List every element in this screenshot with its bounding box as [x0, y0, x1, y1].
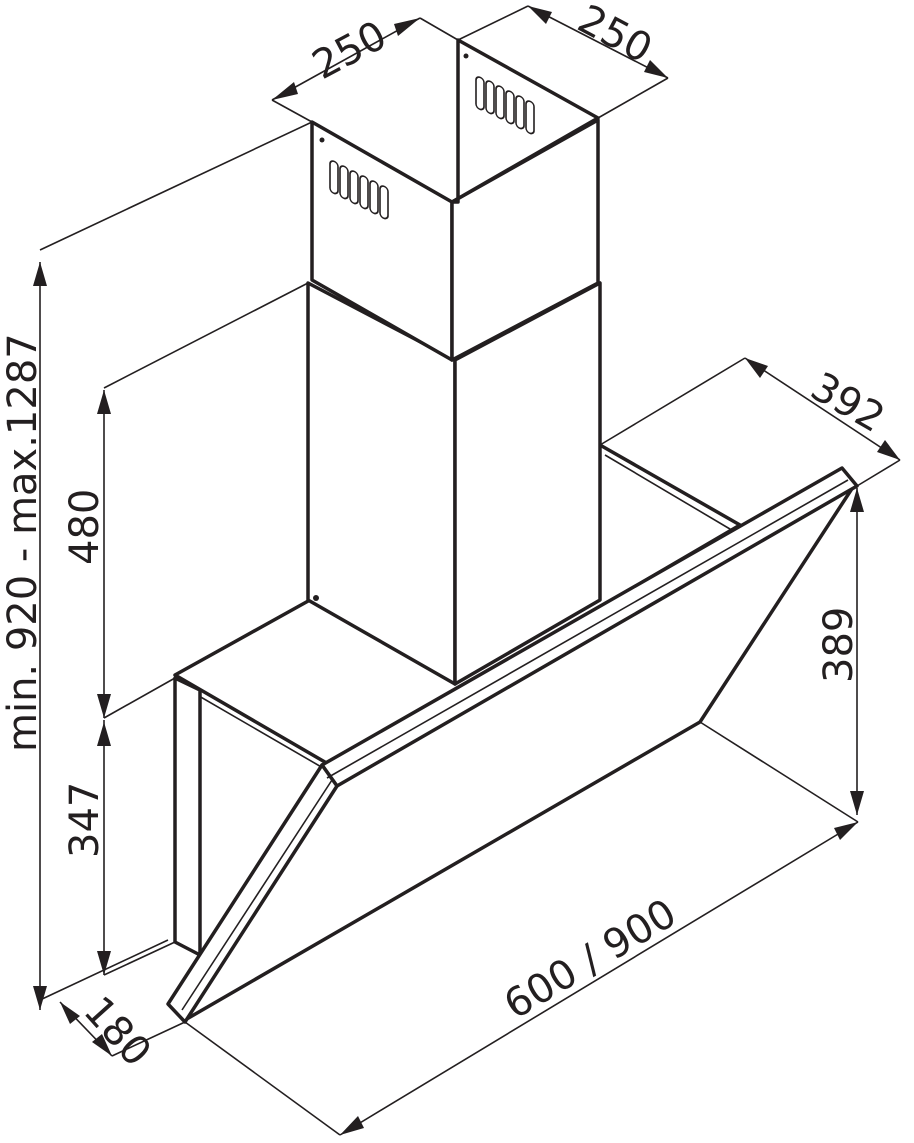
- label-body-height: 347: [62, 782, 108, 858]
- body-top-rim-back: [604, 454, 736, 533]
- label-body-depth: 180: [75, 988, 160, 1076]
- glass-left-highlight: [181, 779, 333, 1011]
- screw-dot: [319, 137, 325, 143]
- vent-slots-right: [475, 76, 535, 135]
- vent-slots-left: [329, 160, 389, 220]
- body-left-side: [173, 676, 202, 957]
- body-top-rim: [179, 684, 331, 773]
- hood-drawing: [166, 38, 859, 1024]
- screw-dot: [463, 53, 469, 59]
- label-glass-height: 389: [816, 607, 862, 683]
- label-total-height: min. 920 - max.1287: [0, 333, 46, 752]
- screw-dot: [313, 595, 319, 601]
- label-width: 600 / 900: [496, 890, 684, 1028]
- label-upper-height: 480: [62, 489, 108, 565]
- label-chimney-width: 250: [305, 12, 394, 88]
- label-chimney-depth: 250: [570, 0, 659, 73]
- dimension-lines: [33, 5, 901, 1136]
- label-top-depth: 392: [803, 364, 892, 442]
- glass-top-highlight: [326, 479, 849, 779]
- chimney-top-edge: [311, 121, 453, 203]
